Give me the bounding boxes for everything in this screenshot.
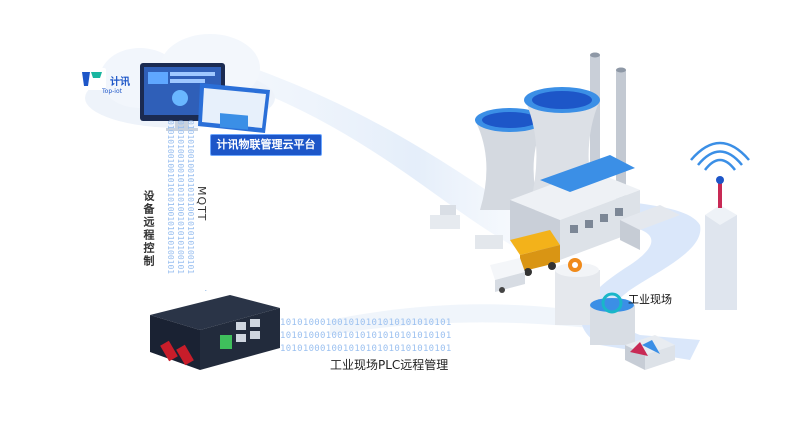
cloud-platform-label: 计讯物联管理云平台 [210,134,322,156]
binary-stream-vertical: 01010100100101010100101010100101 [176,120,185,275]
brand-name: 计讯 [110,77,130,88]
mqtt-label: MQTT [195,186,208,222]
binary-stream-horizontal: 101010001001010101010101010101 [280,331,452,341]
binary-stream-vertical: 01010100100101010100101010100101 [186,120,195,275]
binary-stream-horizontal: 101010001001010101010101010101 [280,344,452,354]
cloud-platform-illustration [78,34,275,133]
binary-stream-horizontal: 101010001001010101010101010101 [280,318,452,328]
remote-control-label: 设备远程控制 [142,190,155,268]
industrial-router-device [150,290,280,370]
brand-subtitle: Top-iot [102,88,122,95]
industrial-plant-illustration [430,52,750,370]
binary-stream-vertical: 01010100100101010100101010100101 [166,120,175,275]
plc-remote-caption: 工业现场PLC远程管理 [330,358,449,372]
industrial-site-label: 工业现场 [628,293,672,306]
